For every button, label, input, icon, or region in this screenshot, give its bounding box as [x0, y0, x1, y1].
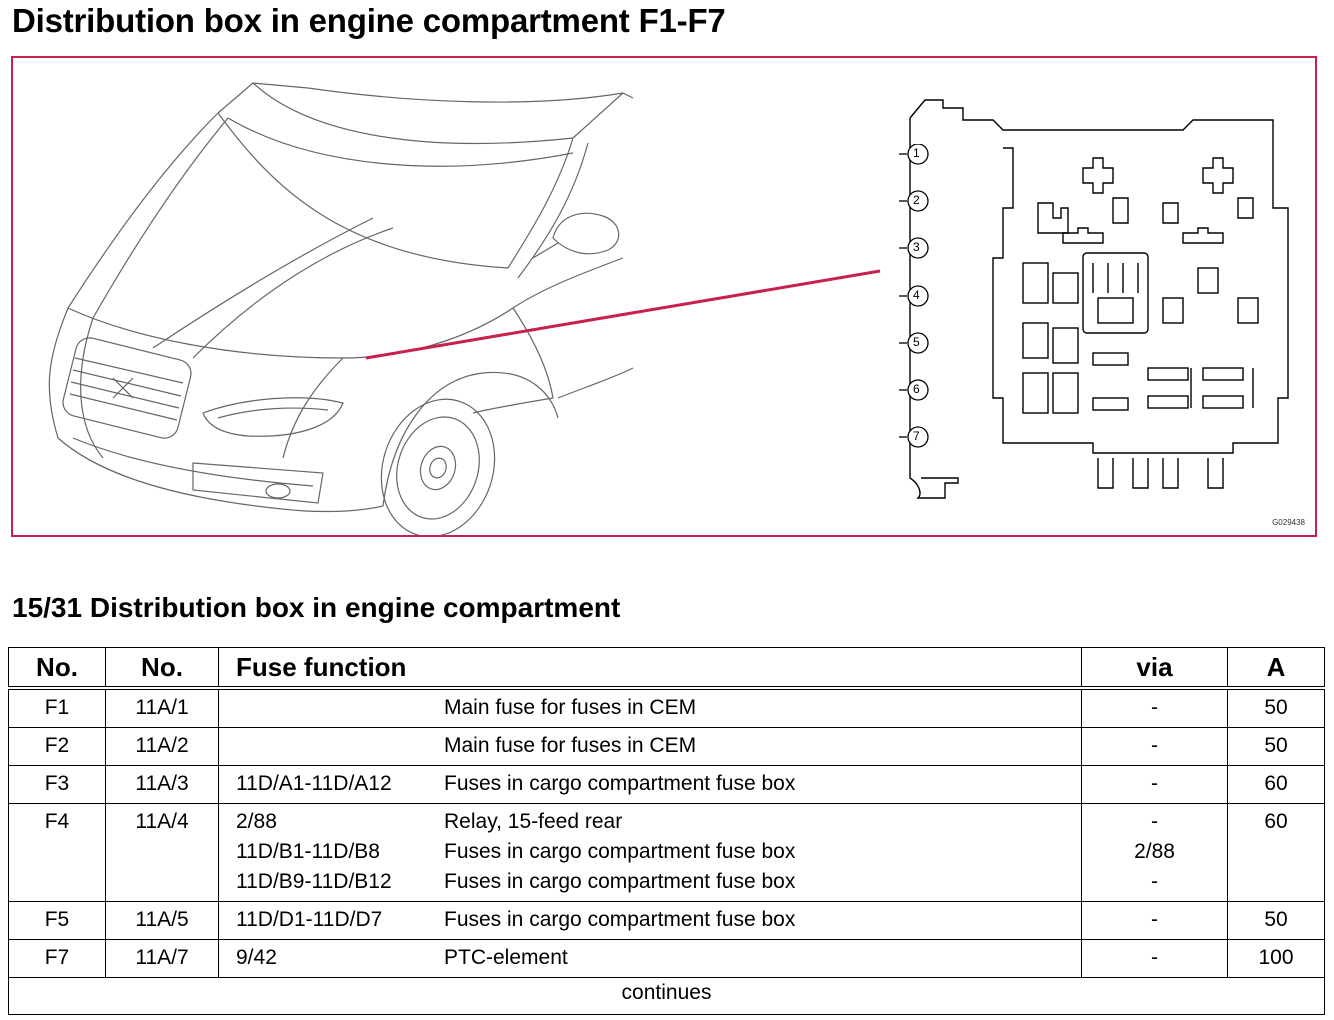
- component-reference: 2/88: [236, 810, 277, 833]
- function-description: Relay, 15-feed rear: [444, 810, 623, 833]
- position-number: 11A/5: [105, 901, 219, 940]
- via-value: -: [1081, 939, 1228, 978]
- via-line: -: [1151, 908, 1158, 931]
- function-description: Fuses in cargo compartment fuse box: [444, 772, 796, 795]
- header-via: via: [1081, 647, 1228, 690]
- component-reference: 11D/D1-11D/D7: [236, 908, 383, 931]
- function-line: Main fuse for fuses in CEM: [236, 731, 1081, 761]
- section-title: 15/31 Distribution box in engine compart…: [12, 592, 621, 623]
- fuse-function: 11D/A1-11D/A12 Fuses in cargo compartment…: [218, 765, 1082, 804]
- function-line: Main fuse for fuses in CEM: [236, 693, 1081, 723]
- car-and-fuse-box-drawing: [48, 82, 1289, 535]
- fuse-number: F2: [8, 727, 106, 766]
- function-line: 2/88 Relay, 15-feed rear: [236, 807, 1081, 837]
- via-line: -: [1151, 810, 1158, 833]
- amperage: 60: [1227, 765, 1325, 804]
- fuse-number: F1: [8, 687, 106, 728]
- fuse-box-illustration: 1 2 3 4 5 6 7 G029438: [11, 56, 1317, 537]
- via-value: -: [1081, 765, 1228, 804]
- fuse-label-6: 6: [913, 382, 920, 396]
- continues-note: continues: [8, 977, 1325, 1015]
- function-line: 9/42 PTC-element: [236, 943, 1081, 973]
- function-line: 11D/A1-11D/A12 Fuses in cargo compartment…: [236, 769, 1081, 799]
- amperage: 50: [1227, 727, 1325, 766]
- via-line: -: [1151, 946, 1158, 969]
- amperage: 60: [1227, 803, 1325, 902]
- function-description: Fuses in cargo compartment fuse box: [444, 840, 796, 863]
- fuse-function: 11D/D1-11D/D7 Fuses in cargo compartment …: [218, 901, 1082, 940]
- via-value: -: [1081, 727, 1228, 766]
- position-number: 11A/2: [105, 727, 219, 766]
- amperage: 50: [1227, 687, 1325, 728]
- page-title: Distribution box in engine compartment F…: [12, 2, 726, 39]
- amperage: 100: [1227, 939, 1325, 978]
- component-reference: 11D/B1-11D/B8: [236, 840, 380, 863]
- fuse-function: Main fuse for fuses in CEM: [218, 727, 1082, 766]
- position-number: 11A/3: [105, 765, 219, 804]
- header-fuse-no: No.: [8, 647, 106, 690]
- table-footer-row: continues: [8, 977, 1325, 1015]
- via-line: -: [1151, 772, 1158, 795]
- fuse-function: 9/42 PTC-element: [218, 939, 1082, 978]
- function-description: PTC-element: [444, 946, 568, 969]
- function-line: 11D/B1-11D/B8 Fuses in cargo compartment …: [236, 837, 1081, 867]
- header-position-no: No.: [105, 647, 219, 690]
- fuse-label-7: 7: [913, 429, 920, 443]
- function-description: Main fuse for fuses in CEM: [444, 734, 697, 757]
- fuse-number: F4: [8, 803, 106, 902]
- table-header-row: No. No. Fuse function via A: [8, 647, 1325, 690]
- position-number: 11A/7: [105, 939, 219, 978]
- via-value: - 2/88 -: [1081, 803, 1228, 902]
- via-value: -: [1081, 687, 1228, 728]
- fuse-number: F3: [8, 765, 106, 804]
- fuse-label-3: 3: [913, 240, 920, 254]
- via-value: -: [1081, 901, 1228, 940]
- fuse-label-4: 4: [913, 288, 920, 302]
- component-reference: 9/42: [236, 946, 277, 969]
- car-outline: [48, 82, 634, 535]
- component-reference: 11D/B9-11D/B12: [236, 870, 392, 893]
- header-fuse-function: Fuse function: [218, 647, 1082, 690]
- via-line: -: [1151, 696, 1158, 719]
- fuse-label-5: 5: [913, 335, 920, 349]
- figure-code: G029438: [1272, 518, 1305, 527]
- fuse-number: F5: [8, 901, 106, 940]
- header-amperage: A: [1227, 647, 1325, 690]
- fuse-label-1: 1: [913, 146, 920, 160]
- fuse-box-outline: [909, 99, 1289, 499]
- function-line: 11D/B9-11D/B12 Fuses in cargo compartment…: [236, 867, 1081, 897]
- position-number: 11A/4: [105, 803, 219, 902]
- component-reference: 11D/A1-11D/A12: [236, 772, 392, 795]
- function-description: Main fuse for fuses in CEM: [444, 696, 697, 719]
- amperage: 50: [1227, 901, 1325, 940]
- position-number: 11A/1: [105, 687, 219, 728]
- fuse-function: Main fuse for fuses in CEM: [218, 687, 1082, 728]
- via-line: -: [1151, 734, 1158, 757]
- function-description: Fuses in cargo compartment fuse box: [444, 870, 796, 893]
- function-line: 11D/D1-11D/D7 Fuses in cargo compartment …: [236, 905, 1081, 935]
- fuse-label-2: 2: [913, 193, 920, 207]
- fuse-number: F7: [8, 939, 106, 978]
- via-line: 2/88: [1134, 840, 1175, 863]
- function-description: Fuses in cargo compartment fuse box: [444, 908, 796, 931]
- via-line: -: [1151, 870, 1158, 893]
